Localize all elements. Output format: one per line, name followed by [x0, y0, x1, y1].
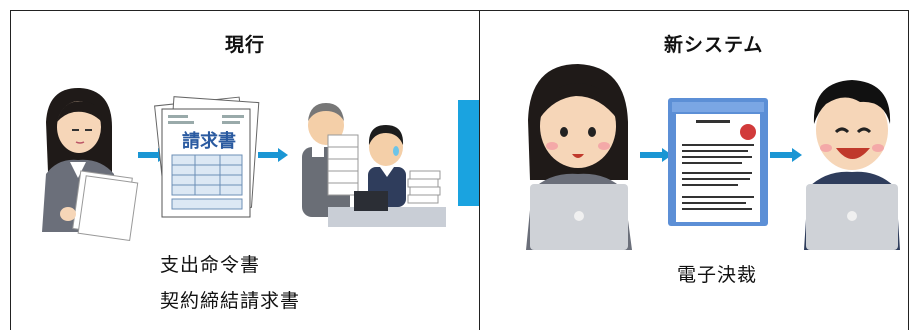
- flow-arrow-3: [640, 148, 672, 162]
- current-label-line2: 契約締結請求書: [160, 290, 301, 312]
- new-system-title: 新システム: [664, 34, 764, 56]
- woman-at-laptop-illustration: [526, 64, 632, 250]
- invoice-documents-illustration: 請求書: [154, 96, 260, 218]
- current-title: 現行: [225, 34, 266, 56]
- busy-officers-illustration: [302, 103, 446, 227]
- woman-with-papers-illustration: [42, 87, 139, 242]
- invoice-heading: 請求書: [182, 130, 236, 152]
- flow-arrow-4: [770, 148, 802, 162]
- current-label-line1: 支出命令書: [160, 254, 261, 276]
- new-system-label: 電子決裁: [677, 264, 758, 286]
- man-at-laptop-illustration: [804, 80, 900, 250]
- flow-arrow-2: [258, 148, 288, 162]
- electronic-document-illustration: [668, 98, 768, 226]
